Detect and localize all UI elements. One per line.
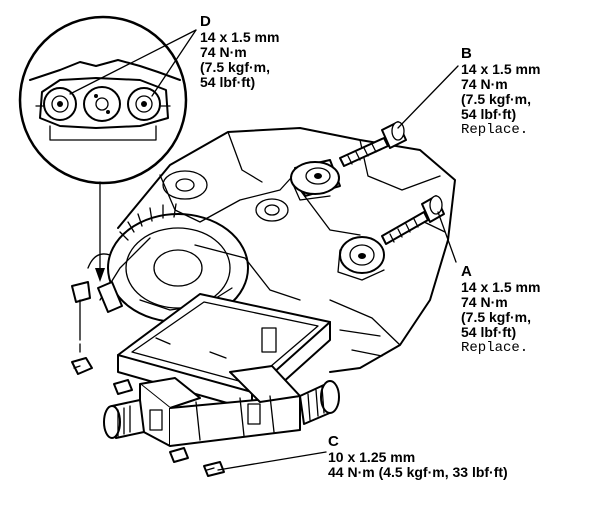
callout-c-thread: 10 x 1.25 mm (328, 449, 416, 465)
bolt-a (381, 195, 445, 245)
callout-a-torque-lbfft: 54 lbf·ft) (461, 324, 517, 340)
callout-a-torque-nm: 74 N·m (461, 294, 508, 310)
callout-b-letter: B (461, 45, 472, 62)
callout-a-thread: 14 x 1.5 mm (461, 279, 541, 295)
callout-b-torque-nm: 74 N·m (461, 76, 508, 92)
callout-d: D 14 x 1.5 mm 74 N·m (7.5 kgf·m, 54 lbf·… (200, 14, 279, 90)
right-mount-cylinder (299, 380, 340, 425)
callout-a-letter: A (461, 263, 472, 280)
callout-b-replace-note: Replace. (461, 122, 529, 138)
callout-d-torque-lbfft: 54 lbf·ft) (200, 74, 256, 90)
upper-mount-bushing (290, 159, 341, 201)
nut-lower-left (113, 379, 133, 395)
callout-d-thread: 14 x 1.5 mm (200, 29, 280, 45)
callout-b-thread: 14 x 1.5 mm (461, 61, 541, 77)
callout-a: A 14 x 1.5 mm 74 N·m (7.5 kgf·m, 54 lbf·… (461, 263, 541, 357)
bolt-b (339, 121, 407, 167)
nut-bottom-left (169, 447, 189, 463)
callout-c-letter: C (328, 433, 339, 450)
leader-lines (69, 29, 459, 471)
detail-circle-d (18, 15, 188, 185)
callout-b-torque-kgfm: (7.5 kgf·m, (461, 91, 532, 107)
callout-d-letter: D (200, 13, 211, 30)
callout-b-torque-lbfft: 54 lbf·ft) (461, 106, 517, 122)
callout-c: C 10 x 1.25 mm 44 N·m (4.5 kgf·m, 33 lbf… (328, 434, 508, 480)
callout-a-torque-kgfm: (7.5 kgf·m, (461, 309, 532, 325)
side-mount-bolt (71, 281, 123, 353)
lower-mount-bushing (337, 236, 385, 281)
nut-left-side (71, 357, 93, 375)
callout-c-torque: 44 N·m (4.5 kgf·m, 33 lbf·ft) (328, 464, 508, 480)
callout-b: B 14 x 1.5 mm 74 N·m (7.5 kgf·m, 54 lbf·… (461, 45, 541, 139)
callout-a-replace-note: Replace. (461, 340, 529, 356)
nut-c (203, 461, 225, 477)
callout-d-torque-nm: 74 N·m (200, 44, 247, 60)
callout-d-torque-kgfm: (7.5 kgf·m, (200, 59, 271, 75)
left-mount-cylinder (103, 399, 145, 439)
